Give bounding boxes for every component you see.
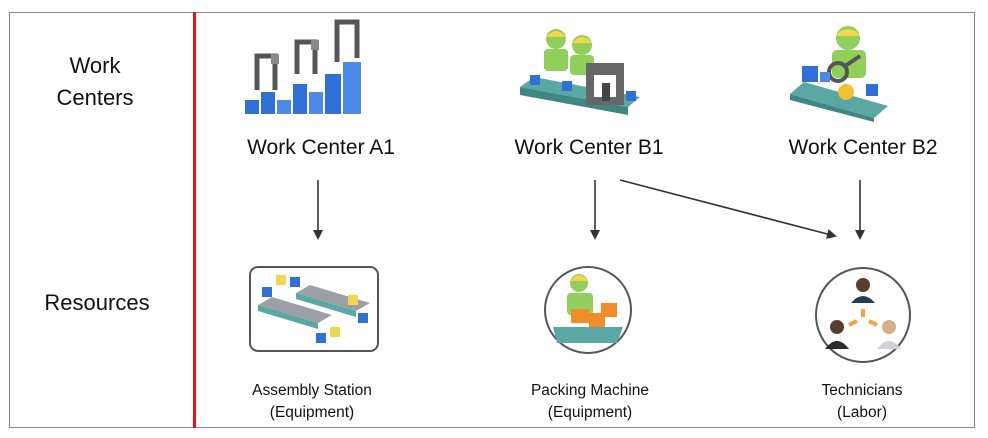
resource-name: Technicians bbox=[821, 382, 903, 399]
row-label-resources: Resources bbox=[44, 290, 150, 315]
worker-inspection-line-icon bbox=[790, 26, 888, 122]
technicians-team-icon bbox=[815, 267, 911, 363]
resource-name: Assembly Station bbox=[252, 382, 372, 399]
resource-name: Packing Machine bbox=[530, 382, 650, 399]
work-center-title: Work Center B1 bbox=[514, 136, 664, 159]
robot-arms-icon bbox=[245, 19, 361, 114]
resource-title: Technicians (Labor) bbox=[762, 380, 962, 424]
row-label-work-centers: Work Centers bbox=[56, 53, 134, 110]
resource-title: Packing Machine (Equipment) bbox=[490, 380, 690, 424]
work-center-title: Work Center A1 bbox=[247, 136, 395, 159]
divider-line bbox=[193, 12, 196, 428]
resource-type: (Equipment) bbox=[547, 404, 633, 421]
conveyor-station-icon bbox=[249, 266, 379, 352]
packing-worker-icon bbox=[544, 266, 632, 354]
resource-title: Assembly Station (Equipment) bbox=[212, 380, 412, 424]
arrow-b1-to-technicians bbox=[619, 179, 837, 239]
work-center-title: Work Center B2 bbox=[788, 136, 938, 159]
resource-type: (Equipment) bbox=[269, 404, 355, 421]
resource-type: (Labor) bbox=[837, 404, 887, 421]
workers-assembly-line-icon bbox=[520, 29, 640, 115]
